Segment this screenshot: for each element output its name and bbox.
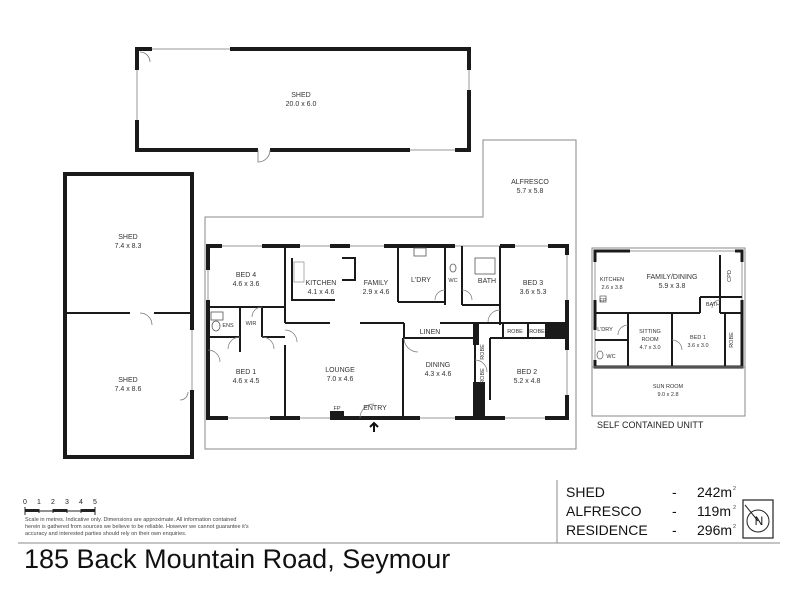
robe3-name: ROBE <box>480 344 486 360</box>
unit-sitting-dims: 4.7 x 3.0 <box>639 345 660 351</box>
unit: KITCHEN 2.6 x 3.8 FAMILY/DINING 5.9 x 3.… <box>591 247 746 430</box>
bed3-name: BED 3 <box>523 280 543 287</box>
shed-lower-name: SHED <box>118 377 137 384</box>
unit-caption: SELF CONTAINED UNITT <box>597 420 704 430</box>
lounge-dims: 7.0 x 4.6 <box>327 376 354 383</box>
kitchen-name: KITCHEN <box>306 280 337 287</box>
bath-name: BATH <box>478 278 496 285</box>
lounge-name: LOUNGE <box>325 367 355 374</box>
area-label-alfresco: ALFRESCO <box>566 503 642 519</box>
unit-sitting-name: SITTING <box>639 329 661 335</box>
area-dash-alfresco: - <box>672 503 677 519</box>
unit-bath-name: BATH <box>706 302 720 308</box>
bed4-dims: 4.6 x 3.6 <box>233 281 260 288</box>
entry-name: ENTRY <box>363 405 387 412</box>
area-label-residence: RESIDENCE <box>566 522 648 538</box>
family-name: FAMILY <box>364 280 389 287</box>
disclaimer-line-2: herein is gathered from sources we belie… <box>25 524 249 530</box>
area-sup-residence: 2 <box>733 524 736 530</box>
family-dims: 2.9 x 4.6 <box>363 289 390 296</box>
unit-cpd-name: CPD <box>727 270 733 282</box>
shed-lower-dims: 7.4 x 8.6 <box>115 386 142 393</box>
scale-tick-4: 4 <box>79 499 83 506</box>
unit-sitting-name2: ROOM <box>641 337 659 343</box>
unit-family-dims: 5.9 x 3.8 <box>659 283 686 290</box>
shed-upper-dims: 7.4 x 8.3 <box>115 243 142 250</box>
alfresco: ALFRESCO 5.7 x 5.8 <box>204 139 577 450</box>
area-value-alfresco: 119m <box>697 503 731 519</box>
unit-robe-name: ROBE <box>729 332 735 348</box>
scale-bar: 0 1 2 3 4 5 Scale in metres. Indicative … <box>23 499 249 537</box>
robe4-name: ROBE <box>480 368 486 384</box>
shed-main: SHED 20.0 x 6.0 <box>134 46 472 163</box>
shed-main-name: SHED <box>291 92 310 99</box>
wir-name: WIR <box>246 321 257 327</box>
residence: BED 4 4.6 x 3.6 KITCHEN 4.1 x 4.6 FAMILY… <box>205 243 570 432</box>
alfresco-name: ALFRESCO <box>511 179 549 186</box>
ens-name: ENS <box>222 323 234 329</box>
shed-upper-name: SHED <box>118 234 137 241</box>
bed2-name: BED 2 <box>517 369 537 376</box>
unit-bed1-dims: 3.6 x 3.0 <box>687 343 708 349</box>
area-value-shed: 242m <box>697 484 732 500</box>
area-sup-shed: 2 <box>733 486 736 492</box>
scale-tick-1: 1 <box>37 499 41 506</box>
unit-sunroom-name: SUN ROOM <box>653 384 684 390</box>
unit-family-name: FAMILY/DINING <box>647 274 698 281</box>
unit-ldry-name: L'DRY <box>597 327 613 333</box>
scale-tick-5: 5 <box>93 499 97 506</box>
dining-name: DINING <box>426 362 451 369</box>
compass-letter: N <box>755 514 764 528</box>
address-title: 185 Back Mountain Road, Seymour <box>24 544 450 574</box>
shed-main-dims: 20.0 x 6.0 <box>286 101 317 108</box>
unit-kitchen-dims: 2.6 x 3.8 <box>601 285 622 291</box>
scale-tick-3: 3 <box>65 499 69 506</box>
robe2-name: ROBE <box>529 329 545 335</box>
area-dash-shed: - <box>672 484 677 500</box>
robe1-name: ROBE <box>507 329 523 335</box>
disclaimer-line-1: Scale in metres. Indicative only. Dimens… <box>25 517 236 523</box>
unit-kitchen-name: KITCHEN <box>600 277 624 283</box>
area-dash-residence: - <box>672 522 677 538</box>
bed2-dims: 5.2 x 4.8 <box>514 378 541 385</box>
compass-icon: N <box>742 499 774 539</box>
bed1-name: BED 1 <box>236 369 256 376</box>
fp-name: FP <box>333 406 340 412</box>
disclaimer-line-3: accuracy and interested parties should r… <box>25 531 187 537</box>
wc-name: WC <box>448 278 457 284</box>
unit-sunroom-dims: 9.0 x 2.8 <box>657 392 678 398</box>
scale-tick-0: 0 <box>23 499 27 506</box>
dining-dims: 4.3 x 4.6 <box>425 371 452 378</box>
shed-left: SHED 7.4 x 8.3 SHED 7.4 x 8.6 <box>63 172 195 459</box>
area-label-shed: SHED <box>566 484 605 500</box>
bed1-dims: 4.6 x 4.5 <box>233 378 260 385</box>
alfresco-dims: 5.7 x 5.8 <box>517 188 544 195</box>
unit-bed1-name: BED 1 <box>690 335 706 341</box>
area-summary: SHED - 242m 2 ALFRESCO - 119m 2 RESIDENC… <box>566 484 736 538</box>
unit-wc-name: WC <box>606 354 615 360</box>
area-sup-alfresco: 2 <box>733 505 736 511</box>
scale-tick-2: 2 <box>51 499 55 506</box>
kitchen-dims: 4.1 x 4.6 <box>308 289 335 296</box>
area-value-residence: 296m <box>697 522 732 538</box>
linen-name: LINEN <box>420 329 441 336</box>
ldry-name: L'DRY <box>411 277 431 284</box>
unit-ep-name: EP <box>599 298 607 304</box>
bed3-dims: 3.6 x 5.3 <box>520 289 547 296</box>
bed4-name: BED 4 <box>236 272 256 279</box>
